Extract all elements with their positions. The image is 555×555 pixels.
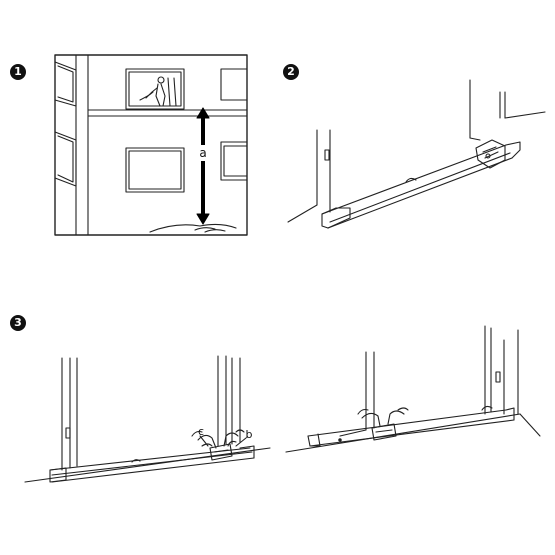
callout-label-b: b: [246, 428, 253, 441]
height-label-a: a: [199, 146, 206, 160]
step-1-panel: [54, 54, 248, 236]
height-arrow: [196, 107, 210, 225]
step-3-badge: 3: [10, 315, 26, 331]
step-2-scene: [287, 79, 546, 229]
step-1-badge: 1: [10, 64, 26, 80]
callout-label-c: c: [198, 425, 204, 438]
step-3-left-scene: [24, 355, 271, 483]
step-2-badge: 2: [283, 64, 299, 80]
step-3-right-scene: [285, 325, 541, 453]
